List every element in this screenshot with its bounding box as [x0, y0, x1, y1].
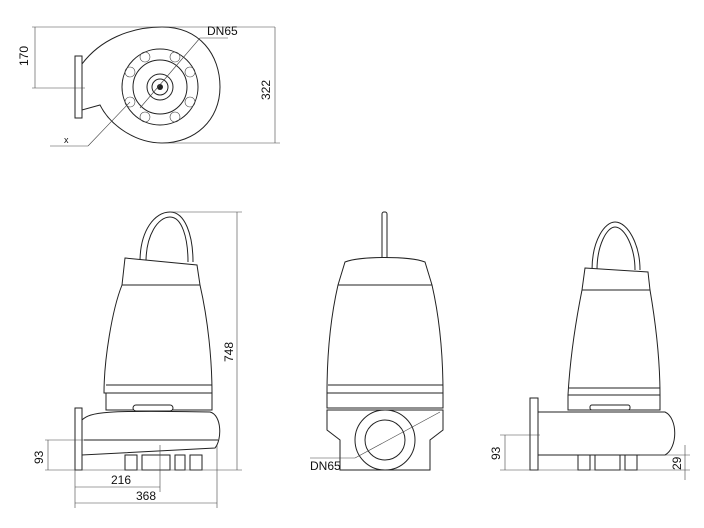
- dim-322: 322: [259, 80, 273, 100]
- side-view: 748 93 216 368: [32, 211, 242, 508]
- dim-29: 29: [670, 456, 684, 470]
- outlet-label-dn65-front: DN65: [310, 459, 341, 473]
- outlet-label-dn65: DN65: [207, 24, 238, 38]
- dim-93: 93: [32, 450, 46, 464]
- front-view: DN65: [310, 211, 444, 473]
- dim-170: 170: [17, 46, 31, 66]
- dim-748: 748: [222, 342, 236, 362]
- dim-216: 216: [111, 473, 131, 487]
- top-view: 170 322 DN65 x: [17, 24, 280, 147]
- section-mark-x: x: [64, 135, 69, 145]
- right-view: 93 29: [489, 221, 690, 480]
- dim-93-right: 93: [489, 446, 503, 460]
- dim-368: 368: [136, 489, 156, 503]
